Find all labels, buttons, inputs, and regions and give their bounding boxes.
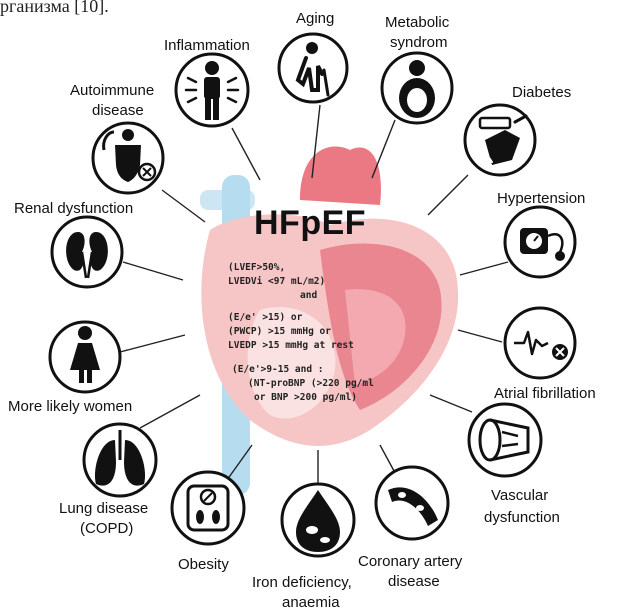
- criteria-line-3: and: [300, 290, 317, 302]
- criteria-line-8: (NT-proBNP (>220 pg/ml: [248, 378, 374, 390]
- criteria-line-6: LVEDP >15 mmHg at rest: [228, 340, 354, 352]
- diagram-title: HFpEF: [254, 204, 366, 243]
- label-vascular-1: Vascular: [491, 487, 548, 505]
- criteria-line-7: (E/e'>9-15 and :: [232, 364, 324, 376]
- criteria-line-1: (LVEF>50%,: [228, 262, 285, 274]
- criteria-line-9: or BNP >200 pg/ml): [254, 392, 357, 404]
- label-lung-1: Lung disease: [59, 500, 148, 518]
- criteria-line-5: (PWCP) >15 mmHg or: [228, 326, 331, 338]
- label-autoimmune-1: Autoimmune: [70, 82, 154, 100]
- label-metabolic-1: Metabolic: [385, 14, 449, 32]
- label-iron-2: anaemia: [282, 594, 340, 612]
- label-women: More likely women: [8, 398, 132, 416]
- label-aging: Aging: [296, 10, 334, 28]
- label-obesity: Obesity: [178, 556, 229, 574]
- label-atrial: Atrial fibrillation: [494, 385, 596, 403]
- label-iron-1: Iron deficiency,: [252, 574, 352, 592]
- label-inflammation: Inflammation: [164, 37, 250, 55]
- label-renal: Renal dysfunction: [14, 200, 133, 218]
- label-coronary-2: disease: [388, 573, 440, 591]
- label-diabetes: Diabetes: [512, 84, 571, 102]
- criteria-line-2: LVEDVi <97 mL/m2): [228, 276, 325, 288]
- weighing-scale-icon: [188, 486, 228, 530]
- label-coronary-1: Coronary artery: [358, 553, 462, 571]
- label-hypertension: Hypertension: [497, 190, 585, 208]
- criteria-line-4: (E/e' >15) or: [228, 312, 302, 324]
- label-autoimmune-2: disease: [92, 102, 144, 120]
- label-lung-2: (COPD): [80, 520, 133, 538]
- label-metabolic-2: syndrom: [390, 34, 448, 52]
- label-vascular-2: dysfunction: [484, 509, 560, 527]
